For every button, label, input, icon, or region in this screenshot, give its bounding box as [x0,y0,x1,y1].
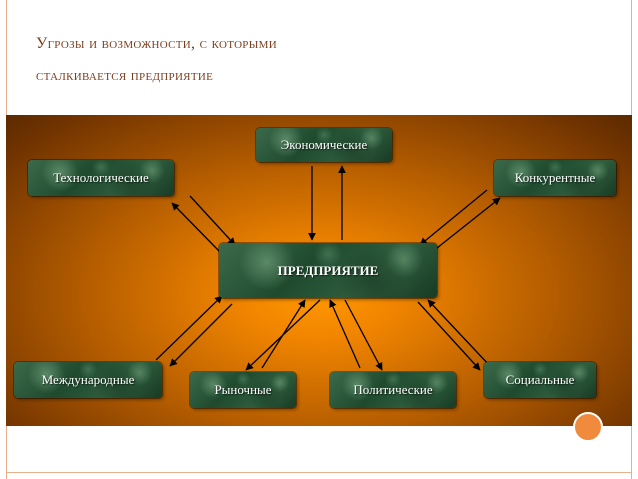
node-center-enterprise: ПРЕДПРИЯТИЕ [219,243,437,298]
slide-title: Угрозы и возможности, с которыми сталкив… [36,28,596,92]
arrow-market-out [245,299,321,371]
arrow-international-out [169,303,233,367]
node-market: Рыночные [190,372,296,408]
arrow-competitive-in [419,189,488,246]
slide-border-bottom [6,472,632,473]
node-technological: Технологические [28,160,174,196]
arrow-social-in [427,299,491,367]
arrow-political-in [329,299,361,369]
slide-number-dot [573,412,603,442]
node-political: Политические [330,372,456,408]
arrow-international-in [155,295,223,361]
arrow-competitive-out [431,197,501,253]
slide-title-line-2: сталкивается предприятие [36,67,214,84]
slide-title-line-1: Угрозы и возможности, с которыми [36,35,277,52]
arrow-political-out [344,299,383,371]
arrow-technological-in [189,195,236,246]
node-economic: Экономические [256,128,392,162]
arrow-social-out [417,301,481,371]
node-social: Социальные [484,362,596,398]
node-competitive: Конкурентные [494,160,616,196]
arrow-technological-out [171,202,221,253]
node-international: Международные [14,362,162,398]
